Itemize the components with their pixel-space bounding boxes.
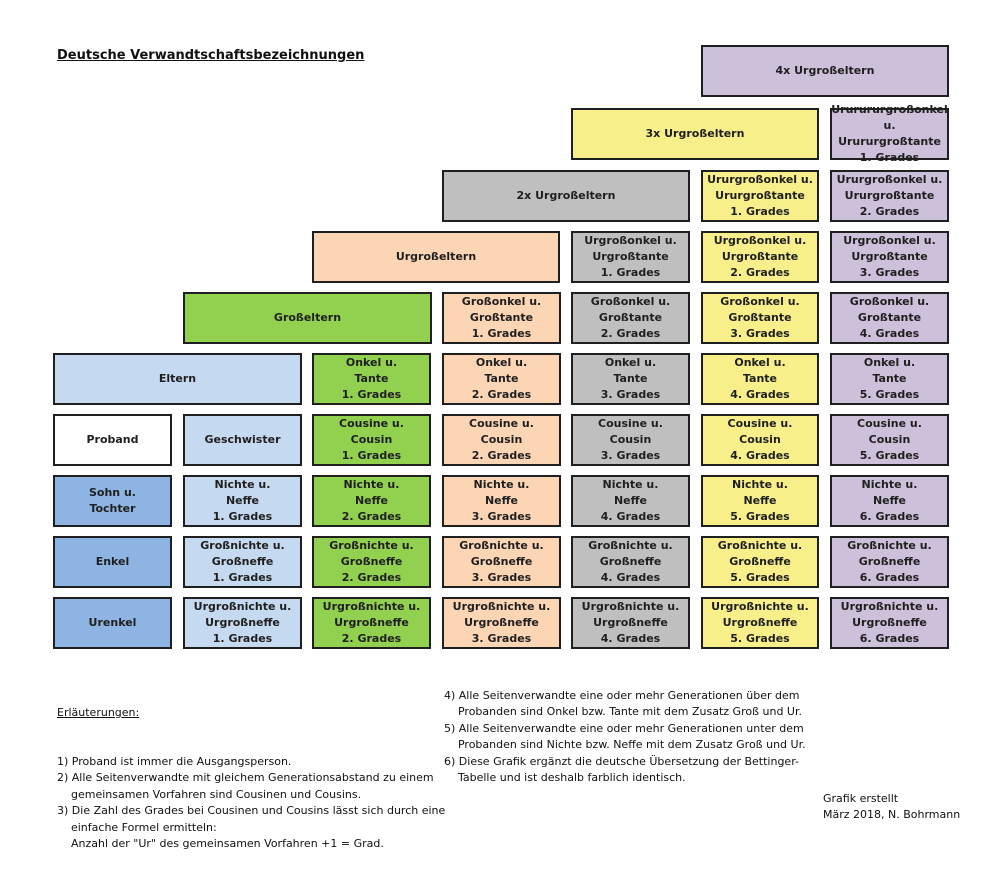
relation-cell: Ururgroßonkel u. Ururgroßtante 2. Grades bbox=[830, 170, 949, 222]
relation-cell: Großonkel u. Großtante 2. Grades bbox=[571, 292, 690, 344]
relation-cell: Nichte u. Neffe 2. Grades bbox=[312, 475, 431, 527]
relation-cell: Onkel u. Tante 5. Grades bbox=[830, 353, 949, 405]
relation-cell: Onkel u. Tante 3. Grades bbox=[571, 353, 690, 405]
relation-cell: Urgroßnichte u. Urgroßneffe 3. Grades bbox=[442, 597, 561, 649]
relation-cell: Nichte u. Neffe 3. Grades bbox=[442, 475, 561, 527]
relation-cell: Großeltern bbox=[183, 292, 432, 344]
relation-cell: 4x Urgroßeltern bbox=[701, 45, 949, 97]
relation-cell: Urgroßonkel u. Urgroßtante 2. Grades bbox=[701, 231, 819, 283]
relation-cell: Großnichte u. Großneffe 2. Grades bbox=[312, 536, 431, 588]
relation-cell: Großnichte u. Großneffe 5. Grades bbox=[701, 536, 819, 588]
relation-cell: Sohn u. Tochter bbox=[53, 475, 172, 527]
relation-cell: Cousine u. Cousin 3. Grades bbox=[571, 414, 690, 466]
relation-cell: Cousine u. Cousin 5. Grades bbox=[830, 414, 949, 466]
relation-cell: Onkel u. Tante 4. Grades bbox=[701, 353, 819, 405]
relation-cell: Enkel bbox=[53, 536, 172, 588]
relation-cell: Urgroßnichte u. Urgroßneffe 1. Grades bbox=[183, 597, 302, 649]
notes-left: Erläuterungen: 1) Proband ist immer die … bbox=[57, 672, 445, 869]
relation-cell: Urgroßnichte u. Urgroßneffe 6. Grades bbox=[830, 597, 949, 649]
relation-cell: 2x Urgroßeltern bbox=[442, 170, 690, 222]
credit-text: Grafik erstellt März 2018, N. Bohrmann bbox=[823, 792, 961, 822]
relation-cell: Urgroßonkel u. Urgroßtante 3. Grades bbox=[830, 231, 949, 283]
relation-cell: Cousine u. Cousin 2. Grades bbox=[442, 414, 561, 466]
relation-cell: Urenkel bbox=[53, 597, 172, 649]
relation-cell: Großnichte u. Großneffe 6. Grades bbox=[830, 536, 949, 588]
relation-cell: Urgroßnichte u. Urgroßneffe 5. Grades bbox=[701, 597, 819, 649]
relation-cell: Cousine u. Cousin 4. Grades bbox=[701, 414, 819, 466]
relation-cell: Urgroßnichte u. Urgroßneffe 2. Grades bbox=[312, 597, 431, 649]
relation-cell: Cousine u. Cousin 1. Grades bbox=[312, 414, 431, 466]
relation-cell: Nichte u. Neffe 1. Grades bbox=[183, 475, 302, 527]
notes-right-text: 4) Alle Seitenverwandte eine oder mehr G… bbox=[444, 689, 806, 785]
relation-cell: Onkel u. Tante 1. Grades bbox=[312, 353, 431, 405]
page-title: Deutsche Verwandtschaftsbezeichnungen bbox=[57, 48, 365, 63]
relation-cell: Nichte u. Neffe 6. Grades bbox=[830, 475, 949, 527]
relation-cell: Urgroßonkel u. Urgroßtante 1. Grades bbox=[571, 231, 690, 283]
notes-heading: Erläuterungen: bbox=[57, 705, 140, 719]
relation-cell: Geschwister bbox=[183, 414, 302, 466]
relation-cell: Nichte u. Neffe 5. Grades bbox=[701, 475, 819, 527]
relation-cell: Eltern bbox=[53, 353, 302, 405]
relation-cell: Ururgroßonkel u. Ururgroßtante 1. Grades bbox=[701, 170, 819, 222]
relation-cell: Urgroßnichte u. Urgroßneffe 4. Grades bbox=[571, 597, 690, 649]
relation-cell: Großnichte u. Großneffe 4. Grades bbox=[571, 536, 690, 588]
relation-cell: Proband bbox=[53, 414, 172, 466]
relation-cell: Ururururgroßonkel u. Urururgroßtante 1. … bbox=[830, 103, 949, 164]
relation-cell: Großonkel u. Großtante 4. Grades bbox=[830, 292, 949, 344]
relation-cell: Großnichte u. Großneffe 3. Grades bbox=[442, 536, 561, 588]
relation-cell: Onkel u. Tante 2. Grades bbox=[442, 353, 561, 405]
relation-cell: Großonkel u. Großtante 3. Grades bbox=[701, 292, 819, 344]
relation-cell: Nichte u. Neffe 4. Grades bbox=[571, 475, 690, 527]
relation-cell: 3x Urgroßeltern bbox=[571, 108, 819, 160]
relation-cell: Urgroßeltern bbox=[312, 231, 560, 283]
notes-left-text: 1) Proband ist immer die Ausgangsperson.… bbox=[57, 755, 446, 851]
relation-cell: Großonkel u. Großtante 1. Grades bbox=[442, 292, 561, 344]
relation-cell: Großnichte u. Großneffe 1. Grades bbox=[183, 536, 302, 588]
